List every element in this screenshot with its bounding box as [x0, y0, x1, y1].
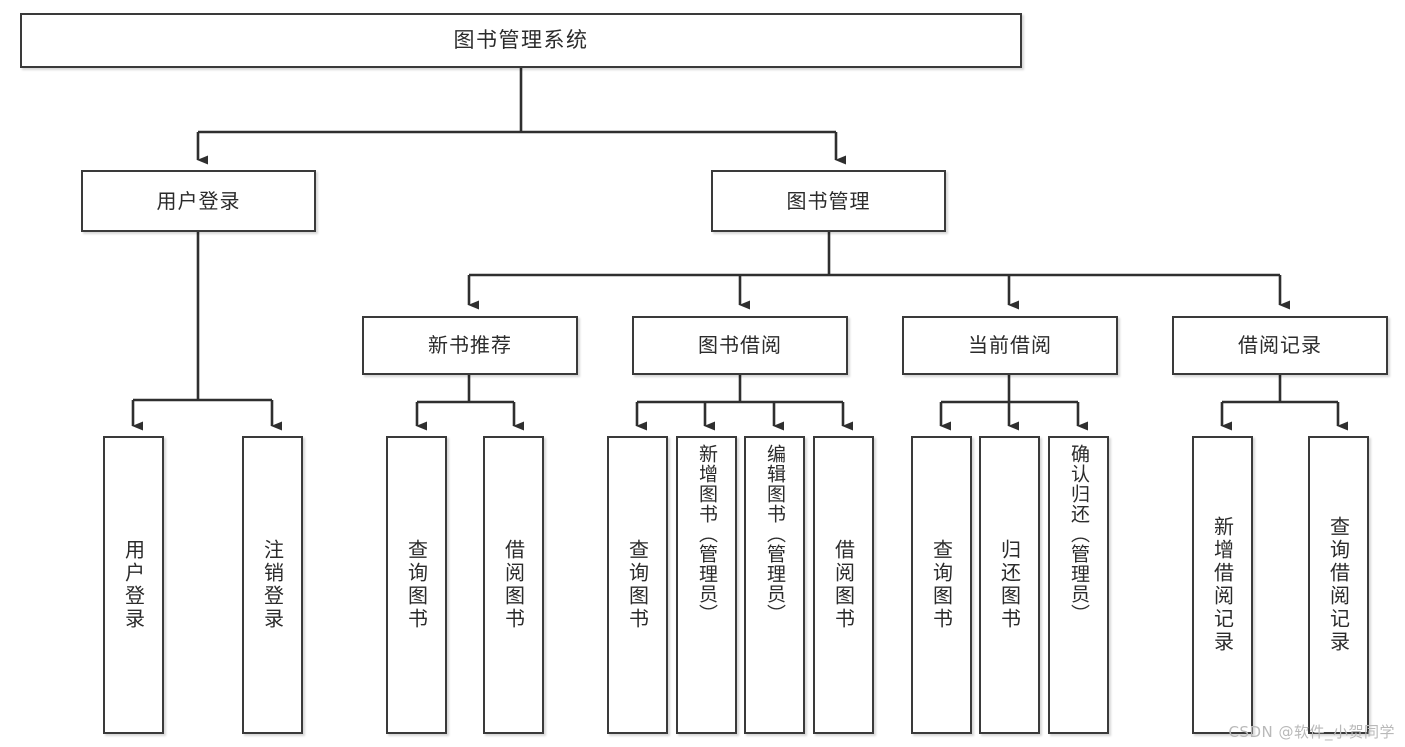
leaf-add-book-admin[interactable]: 新增图书（管理员） [676, 436, 737, 734]
leaf-confirm-return-admin-label: 确认归还（管理员） [1068, 444, 1090, 624]
node-book-borrow[interactable]: 图书借阅 [632, 316, 848, 375]
leaf-borrow-book-newbook[interactable]: 借阅图书 [483, 436, 544, 734]
leaf-query-book-borrow[interactable]: 查询图书 [607, 436, 668, 734]
leaf-query-book-current[interactable]: 查询图书 [911, 436, 972, 734]
leaf-query-borrow-record[interactable]: 查询借阅记录 [1308, 436, 1369, 734]
leaf-query-book-newbook[interactable]: 查询图书 [386, 436, 447, 734]
leaf-borrow-book-borrow[interactable]: 借阅图书 [813, 436, 874, 734]
leaf-edit-book-admin-label: 编辑图书（管理员） [764, 444, 786, 624]
node-borrow-record-label: 借阅记录 [1238, 333, 1322, 357]
leaf-return-book[interactable]: 归还图书 [979, 436, 1040, 734]
node-book-management-label: 图书管理 [786, 188, 871, 213]
node-new-book-recommend-label: 新书推荐 [428, 333, 512, 357]
leaf-confirm-return-admin[interactable]: 确认归还（管理员） [1048, 436, 1109, 734]
node-current-borrow[interactable]: 当前借阅 [902, 316, 1118, 375]
leaf-query-book-newbook-label: 查询图书 [404, 539, 429, 631]
csdn-watermark: CSDN @软件_小贺同学 [1228, 723, 1395, 741]
leaf-add-book-admin-label: 新增图书（管理员） [696, 444, 718, 624]
leaf-borrow-book-newbook-label: 借阅图书 [501, 539, 526, 631]
leaf-query-book-current-label: 查询图书 [929, 539, 954, 631]
node-new-book-recommend[interactable]: 新书推荐 [362, 316, 578, 375]
leaf-borrow-book-borrow-label: 借阅图书 [831, 539, 856, 631]
node-user-login-label: 用户登录 [156, 188, 241, 213]
leaf-add-borrow-record[interactable]: 新增借阅记录 [1192, 436, 1253, 734]
leaf-edit-book-admin[interactable]: 编辑图书（管理员） [744, 436, 805, 734]
leaf-user-login-label: 用户登录 [121, 539, 146, 631]
leaf-logout-label: 注销登录 [260, 539, 285, 631]
leaf-query-borrow-record-label: 查询借阅记录 [1326, 516, 1351, 654]
node-current-borrow-label: 当前借阅 [968, 333, 1052, 357]
node-root-label: 图书管理系统 [453, 28, 589, 53]
node-borrow-record[interactable]: 借阅记录 [1172, 316, 1388, 375]
leaf-query-book-borrow-label: 查询图书 [625, 539, 650, 631]
node-book-management[interactable]: 图书管理 [711, 170, 946, 232]
leaf-user-login[interactable]: 用户登录 [103, 436, 164, 734]
leaf-return-book-label: 归还图书 [997, 539, 1022, 631]
node-user-login[interactable]: 用户登录 [81, 170, 316, 232]
node-root[interactable]: 图书管理系统 [20, 13, 1022, 68]
leaf-add-borrow-record-label: 新增借阅记录 [1210, 516, 1235, 654]
node-book-borrow-label: 图书借阅 [698, 333, 782, 357]
leaf-logout[interactable]: 注销登录 [242, 436, 303, 734]
